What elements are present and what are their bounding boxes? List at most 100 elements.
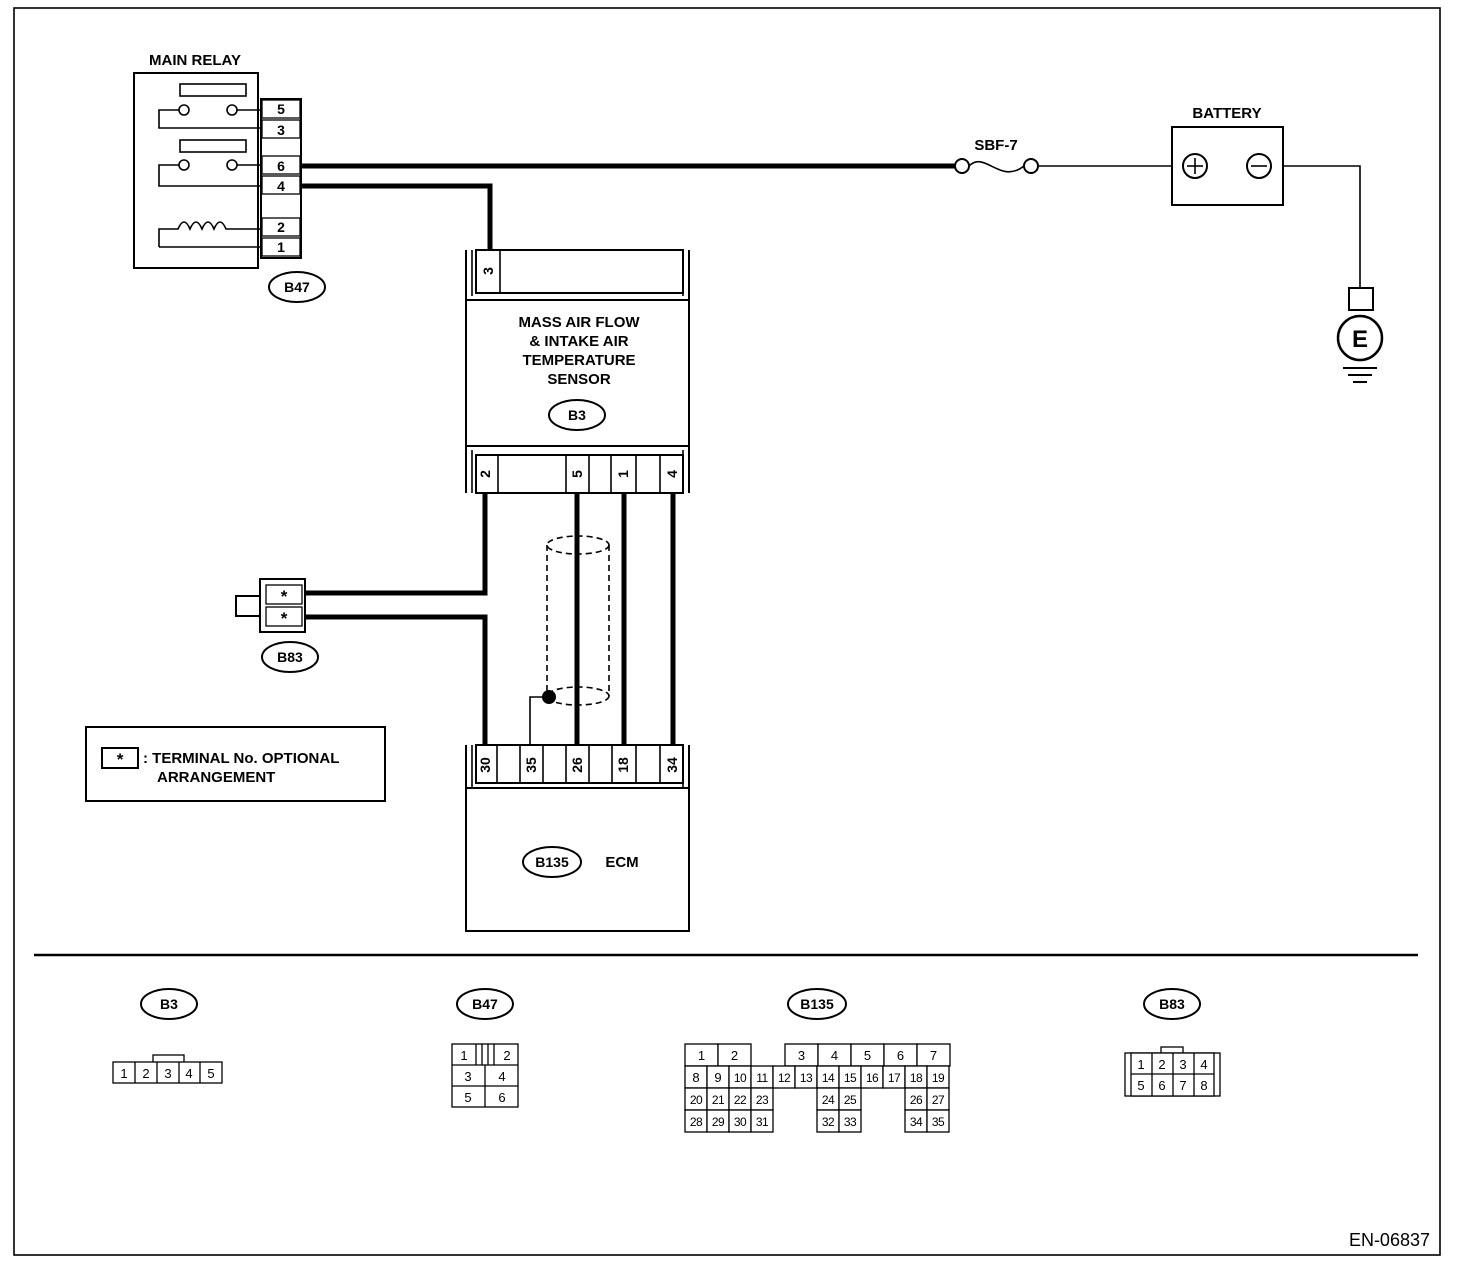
b135-view-pin: 29: [712, 1115, 725, 1129]
wire-battery-to-ground: [1283, 165, 1361, 288]
connector-badge-b3: [548, 399, 606, 431]
b135-view-pin: 31: [756, 1115, 769, 1129]
b47-view-pin: 2: [503, 1048, 510, 1063]
b135-view-pin: 33: [844, 1115, 857, 1129]
b83-connector: * * B83: [235, 578, 319, 673]
b135-view-pin: 23: [756, 1093, 769, 1107]
connector-badge-label: B47: [284, 279, 310, 295]
connector-view-label: B135: [800, 996, 834, 1012]
b83-view-pin: 4: [1200, 1057, 1207, 1072]
connector-badge-label: B135: [535, 854, 569, 870]
maf-title-line: SENSOR: [547, 371, 611, 388]
ecm-connector: [475, 744, 684, 784]
b83-view-pin: 7: [1179, 1078, 1186, 1093]
ecm-pin: 18: [615, 757, 631, 773]
legend-text-line1: : TERMINAL No. OPTIONAL: [143, 750, 339, 767]
fuse-label: SBF-7: [974, 137, 1017, 154]
b83-pin: *: [281, 587, 288, 606]
b135-view-pin: 9: [714, 1070, 721, 1085]
b135-pin-cell: [926, 1109, 950, 1133]
connector-view-b83: B83 1 2 3 4 5 6 7 8: [1124, 988, 1221, 1097]
b47-pin: 3: [277, 122, 285, 138]
b47-pin: 5: [277, 101, 285, 117]
figure-code: EN-06837: [1349, 1230, 1430, 1250]
maf-top-connector: [475, 249, 684, 294]
b135-view-pin: 19: [932, 1071, 945, 1085]
relay-contact-2: [179, 139, 247, 153]
b3-view-pin: 4: [185, 1066, 192, 1081]
ecm-title: ECM: [605, 854, 638, 871]
b3-view-pin: 5: [207, 1066, 214, 1081]
connector-badge-b47: [268, 271, 326, 303]
b135-view-pin: 3: [798, 1048, 805, 1063]
b135-view-pin: 16: [866, 1071, 879, 1085]
b135-view-pin: 17: [888, 1071, 901, 1085]
b83-view-pin: 6: [1158, 1078, 1165, 1093]
ground-e: E: [1336, 287, 1384, 383]
ecm-pin: 35: [523, 757, 539, 773]
maf-bottom-pin: 5: [569, 470, 585, 478]
battery-title: BATTERY: [1192, 105, 1261, 122]
b135-view-pin: 32: [822, 1115, 835, 1129]
b47-view-pin: 4: [498, 1069, 505, 1084]
b135-view-pin: 20: [690, 1093, 703, 1107]
maf-bottom-connector: [475, 454, 684, 494]
ecm-pin: 30: [477, 757, 493, 773]
b135-view-pin: 18: [910, 1071, 923, 1085]
b83-view-pin: 5: [1137, 1078, 1144, 1093]
ecm-pin: 26: [569, 757, 585, 773]
legend-symbol-box: [101, 747, 139, 769]
b83-view-pin: 3: [1179, 1057, 1186, 1072]
maf-title-line: MASS AIR FLOW: [518, 314, 640, 331]
main-relay-body: [133, 72, 259, 269]
connector-badge-b83: [261, 641, 319, 673]
b135-view-pin: 12: [778, 1071, 791, 1085]
b135-view-pin: 1: [698, 1048, 705, 1063]
connector-view-label: B83: [1159, 996, 1185, 1012]
main-relay: MAIN RELAY 5 3 6 4 2 1 B47: [133, 52, 326, 303]
legend-symbol: *: [117, 750, 124, 769]
b135-view-pin: 30: [734, 1115, 747, 1129]
ecm: 30 35 26 18 34 B135 ECM: [465, 744, 690, 932]
b47-pin: 2: [277, 219, 285, 235]
connector-view-label: B3: [160, 996, 178, 1012]
b135-view-pin: 10: [734, 1071, 747, 1085]
battery: BATTERY: [1171, 105, 1284, 206]
b135-view-pin: 26: [910, 1093, 923, 1107]
b83-view-pin: 8: [1200, 1078, 1207, 1093]
main-relay-title: MAIN RELAY: [149, 52, 241, 69]
ground-label: E: [1352, 326, 1368, 353]
b47-view-pin: 3: [464, 1069, 471, 1084]
b135-view-pin: 7: [930, 1048, 937, 1063]
b83-view-pin: 2: [1158, 1057, 1165, 1072]
maf-bottom-pin: 4: [664, 470, 680, 478]
page-frame: [13, 7, 1441, 1256]
b135-pin-cell: [838, 1109, 862, 1133]
b3-view-pin: 3: [164, 1066, 171, 1081]
b135-view-pin: 35: [932, 1115, 945, 1129]
wire-shield-to-ecm35: [529, 696, 549, 745]
wire-relay4-to-maf3: [300, 183, 493, 250]
b47-pin: 4: [277, 178, 285, 194]
b135-view-pin: 4: [831, 1048, 838, 1063]
b135-view-pin: 28: [690, 1115, 703, 1129]
b135-view-pin: 11: [756, 1071, 768, 1085]
b47-pin: 6: [277, 158, 285, 174]
b135-view-pin: 2: [731, 1048, 738, 1063]
legend-text-line2: ARRANGEMENT: [157, 769, 275, 786]
connector-badge-label: B3: [568, 407, 586, 423]
b135-view-pin: 21: [712, 1093, 725, 1107]
b135-view-pin: 8: [692, 1070, 699, 1085]
connector-badge-label: B83: [277, 649, 303, 665]
b135-view-pin: 15: [844, 1071, 857, 1085]
b47-pin: 1: [277, 239, 285, 255]
ecm-pin: 34: [664, 757, 680, 773]
maf-title-line: & INTAKE AIR: [529, 333, 628, 350]
b3-view-pin: 1: [120, 1066, 127, 1081]
shield-symbol: [529, 535, 610, 745]
b135-view-pin: 27: [932, 1093, 945, 1107]
connector-badge-b135: [522, 846, 582, 878]
